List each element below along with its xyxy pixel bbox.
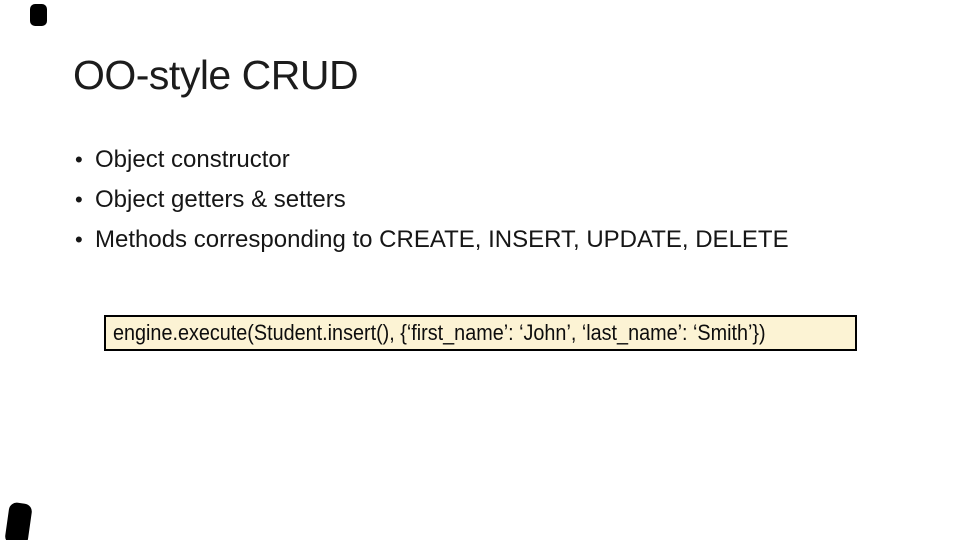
bullet-dot-icon: • bbox=[75, 227, 83, 252]
bullet-item: • Object getters & setters bbox=[75, 180, 789, 220]
code-snippet-text: engine.execute(Student.insert(), {‘first… bbox=[113, 320, 766, 345]
slide-title: OO-style CRUD bbox=[73, 52, 359, 98]
bullet-item: • Methods corresponding to CREATE, INSER… bbox=[75, 220, 789, 260]
bullet-text: Methods corresponding to CREATE, INSERT,… bbox=[95, 226, 789, 253]
bullet-dot-icon: • bbox=[75, 187, 83, 212]
corner-ink-mark-bottom-left bbox=[4, 501, 33, 540]
bullet-list: • Object constructor • Object getters & … bbox=[75, 140, 789, 260]
corner-ink-mark-top-left bbox=[30, 4, 47, 26]
code-snippet-box: engine.execute(Student.insert(), {‘first… bbox=[104, 315, 857, 351]
bullet-text: Object getters & setters bbox=[95, 186, 346, 213]
bullet-item: • Object constructor bbox=[75, 140, 789, 180]
bullet-text: Object constructor bbox=[95, 146, 290, 173]
bullet-dot-icon: • bbox=[75, 147, 83, 172]
